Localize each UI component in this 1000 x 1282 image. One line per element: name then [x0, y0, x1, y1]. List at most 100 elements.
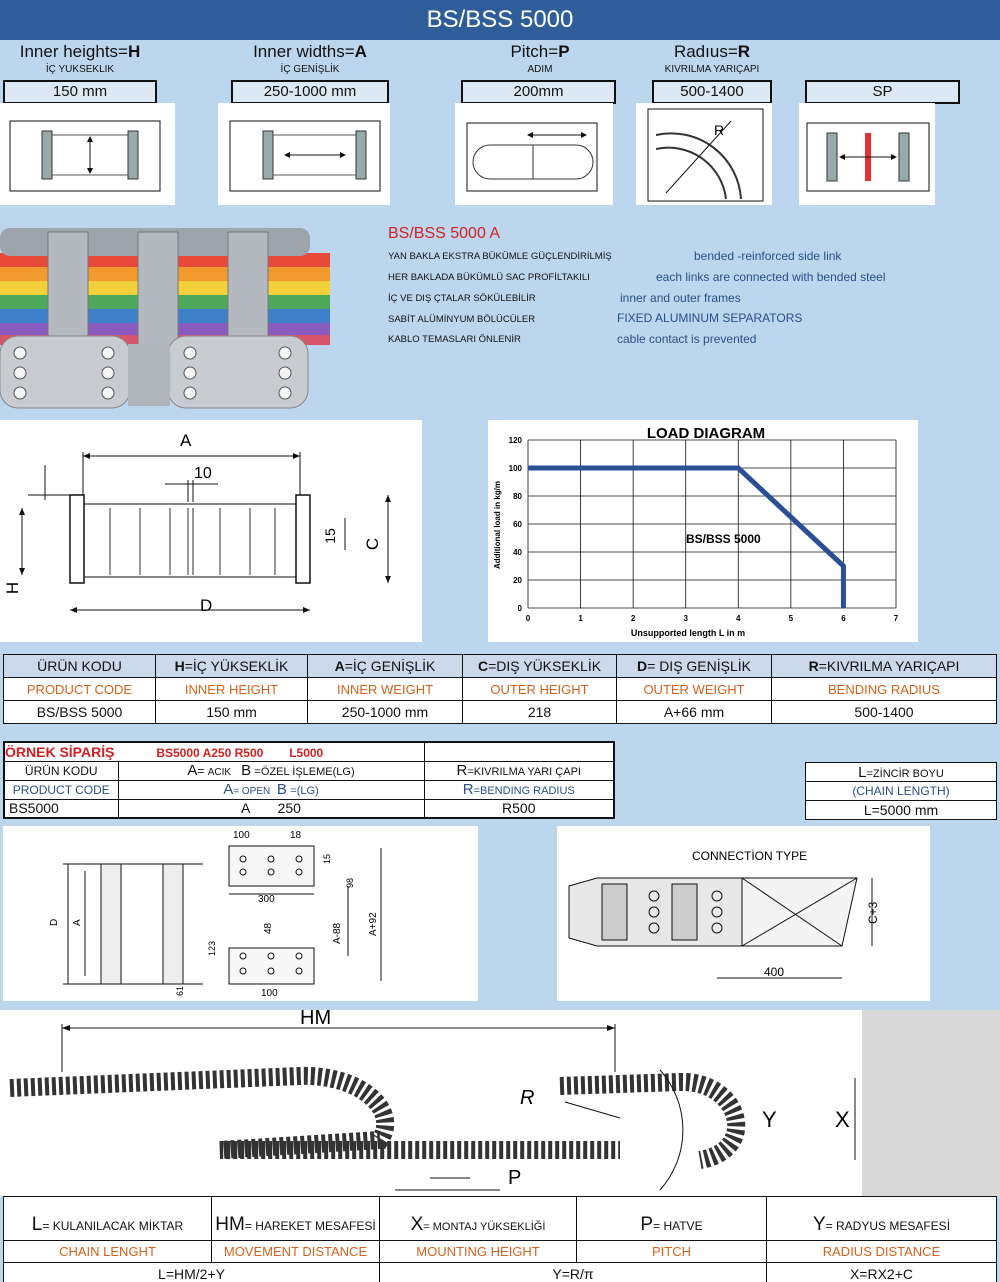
order-r3-a: A 250: [117, 798, 425, 819]
spec-en-cell: INNER WEIGHT: [307, 677, 463, 701]
feature-en-5: cable contact is prevented: [617, 332, 757, 346]
order-table: ÖRNEK SİPARİŞ BS5000 A250 R500 L5000 ÜRÜ…: [3, 741, 615, 819]
bottom-header-row: L= KULANILACAK MİKTAR HM= HAREKET MESAFE…: [3, 1196, 997, 1241]
sep-dim-61: 61: [175, 986, 185, 996]
chart-series-line: [528, 465, 846, 608]
dimension-drawing: A 10 C 15 H D: [0, 420, 422, 642]
bottom-h-p: P= HATVE: [576, 1196, 767, 1241]
chart-xlabel: Unsupported length L in m: [631, 628, 745, 638]
order-r3-code: BS5000: [3, 798, 119, 819]
separator-drawing: D A 100 18 15 98 300 A-88 A+92 48 123 10…: [3, 826, 478, 1001]
bottom-en-cell: MOUNTING HEIGHT: [379, 1240, 577, 1263]
dim-15-label: 15: [322, 528, 338, 544]
order-r2-r: R=BENDING RADIUS: [423, 779, 615, 800]
chart-xtick-label: 0: [526, 614, 531, 623]
motion-p: P: [508, 1167, 521, 1189]
chart-xtick-label: 3: [683, 614, 688, 623]
feature-en-4: FIXED ALUMINUM SEPARATORS: [617, 311, 803, 325]
chart-ytick-label: 80: [513, 492, 522, 501]
sep-dim-a88: A-88: [332, 922, 343, 944]
spec-en-cell: PRODUCT CODE: [3, 677, 156, 701]
pitch-diagram: [466, 122, 598, 192]
thumb-radius: R: [636, 103, 772, 205]
param-value-r: 500-1400: [652, 80, 772, 104]
connection-400: 400: [764, 965, 784, 979]
spec-h-d: D= DIŞ GENİŞLİK: [616, 654, 772, 678]
sep-dim-48: 48: [263, 922, 274, 934]
spec-h-r: R=KIVRILMA YARIÇAPI: [771, 654, 997, 678]
feature-tr-1: YAN BAKLA EKSTRA BÜKÜMLE GÜÇLENDİRİLMİŞ: [388, 251, 612, 262]
sep-dim-100b: 100: [261, 988, 278, 999]
param-value-p: 200mm: [461, 80, 616, 104]
sp-diagram: [806, 122, 930, 192]
product-photo: [0, 218, 330, 418]
order-r3-r: R500: [423, 798, 615, 819]
param-label-a: Inner widths=A: [253, 42, 367, 61]
chart-ylabel: Additional load in kg/m: [493, 481, 502, 569]
spec-value-cell: BS/BSS 5000: [3, 700, 156, 724]
param-sub-h: İÇ YUKSEKLIK: [45, 64, 115, 75]
feature-en-1: bended -reinforced side link: [694, 249, 842, 263]
param-value-sp: SP: [805, 80, 960, 104]
order-head-cell: ÖRNEK SİPARİŞ BS5000 A250 R500 L5000: [3, 741, 425, 762]
order-r2-ab: A= OPEN B =(LG): [117, 779, 425, 800]
spec-header-row: ÜRÜN KODU H=İÇ YÜKSEKLİK A=İÇ GENİŞLİK C…: [3, 654, 997, 678]
bottom-h-x: X= MONTAJ YÜKSEKLİĞİ: [379, 1196, 577, 1241]
bottom-formula-l: L=HM/2+Y: [3, 1262, 380, 1282]
thumb-inner-height: [0, 103, 175, 205]
bottom-h-y: Y= RADYUS MESAFESİ: [766, 1196, 997, 1241]
chart-xtick-label: 7: [894, 614, 899, 623]
param-label-r: Radıus=R: [673, 42, 751, 61]
dim-10-label: 10: [194, 465, 212, 482]
dim-a-label: A: [180, 431, 192, 450]
order-r1-code: ÜRÜN KODU: [3, 760, 119, 781]
connection-c3: C+3: [866, 901, 880, 924]
sep-dim-98: 98: [345, 878, 355, 888]
page-title: BS/BSS 5000: [0, 0, 1000, 40]
motion-drawing: HM R Y X P: [0, 1007, 862, 1196]
thumb-inner-width: [218, 103, 390, 205]
cable-chain-illustration: [0, 228, 330, 409]
spec-value-cell: 150 mm: [155, 700, 308, 724]
sep-dim-300: 300: [258, 894, 275, 905]
spec-value-row: BS/BSS 5000 150 mm 250-1000 mm 218 A+66 …: [3, 700, 997, 724]
feature-tr-2: HER BAKLADA BÜKÜMLÜ SAC PROFİLTAKILI: [388, 272, 590, 283]
spec-value-cell: A+66 mm: [616, 700, 772, 724]
chart-xtick-label: 5: [789, 614, 794, 623]
param-label-h: Inner heights=H: [19, 42, 141, 61]
spec-value-cell: 218: [462, 700, 617, 724]
feature-tr-3: İÇ VE DIŞ ÇTALAR SÖKÜLEBİLİR: [388, 293, 536, 304]
chart-xtick-label: 1: [578, 614, 583, 623]
order-head-empty: [423, 741, 615, 762]
sep-dim-15: 15: [322, 854, 332, 864]
param-value-a: 250-1000 mm: [231, 80, 389, 104]
bottom-en-cell: PITCH: [576, 1240, 767, 1263]
dim-d-label: D: [200, 596, 212, 615]
inner-height-diagram: [9, 120, 161, 192]
thumb-sp: [799, 103, 935, 205]
chain-length-table: L=ZİNCİR BOYU (CHAIN LENGTH) L=5000 mm: [805, 762, 997, 820]
spec-value-cell: 500-1400: [771, 700, 997, 724]
spec-value-cell: 250-1000 mm: [307, 700, 463, 724]
order-r2: PRODUCT CODE A= OPEN B =(LG) R=BENDING R…: [3, 779, 615, 800]
connection-title: CONNECTİON TYPE: [692, 849, 807, 863]
order-r3: BS5000 A 250 R500: [3, 798, 615, 819]
spec-en-row: PRODUCT CODE INNER HEIGHT INNER WEIGHT O…: [3, 677, 997, 701]
order-r1: ÜRÜN KODU A= ACIK B =ÖZEL İŞLEME(LG) R=K…: [3, 760, 615, 781]
spec-h-code: ÜRÜN KODU: [3, 654, 156, 678]
motion-svg: HM R Y X P: [9, 1007, 856, 1191]
sep-dim-a: A: [72, 919, 83, 926]
param-value-h: 150 mm: [3, 80, 157, 104]
bottom-en-row: CHAIN LENGHT MOVEMENT DISTANCE MOUNTING …: [3, 1240, 997, 1263]
chart-xtick-label: 2: [631, 614, 636, 623]
bottom-formula-y: Y=R/π: [379, 1262, 767, 1282]
bottom-h-l: L= KULANILACAK MİKTAR: [3, 1196, 212, 1241]
chart-ytick-label: 0: [518, 604, 523, 613]
chart-ytick-label: 100: [509, 464, 523, 473]
dimension-svg: A 10 C 15 H D: [3, 431, 391, 615]
param-label-p: Pitch=P: [510, 42, 570, 61]
spec-table: ÜRÜN KODU H=İÇ YÜKSEKLİK A=İÇ GENİŞLİK C…: [3, 654, 997, 724]
